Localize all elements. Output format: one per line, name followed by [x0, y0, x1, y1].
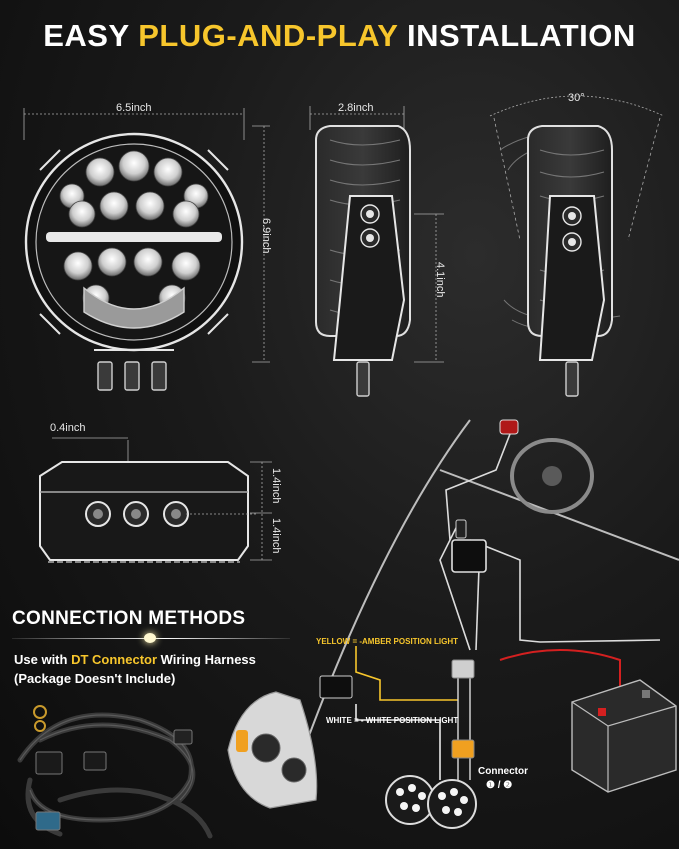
tilt-view-light: [489, 95, 665, 397]
harness-relay-icon: [35, 751, 63, 775]
headline-part-2: PLUG-AND-PLAY: [138, 18, 398, 53]
steering-wheel-icon: [510, 438, 594, 514]
tilt-angle-label: 30°: [568, 92, 585, 104]
front-view-light: [23, 108, 270, 391]
bottom-offset-label: 0.4inch: [50, 422, 86, 434]
wire-splitter-icon: [319, 675, 353, 699]
side-bracket-label: 4.1inch: [434, 262, 446, 298]
relay-icon: [451, 539, 487, 573]
battery-icon: [571, 679, 677, 793]
dt-connector-icon: [451, 739, 475, 759]
connection-title: CONNECTION METHODS: [12, 608, 246, 629]
package-note: (Package Doesn't Include): [14, 671, 176, 686]
amber-light-icon: [236, 730, 248, 752]
yellow-wire-label: YELLOW = -AMBER POSITION LIGHT: [316, 637, 458, 646]
fuse-icon: [455, 519, 467, 539]
front-height-label: 6.9inch: [260, 218, 272, 254]
use-suffix: Wiring Harness: [157, 652, 256, 667]
connector-label: Connector: [478, 766, 528, 777]
connector-numbers: ❶ / ❷: [486, 780, 513, 791]
headline: EASY PLUG-AND-PLAY INSTALLATION: [0, 18, 679, 54]
harness-dt-plug-icon: [35, 811, 61, 831]
pod-lights-icon: [385, 775, 477, 829]
wiring-harness-photo: [17, 705, 213, 839]
bottom-spacing-1-label: 1.4inch: [270, 468, 282, 504]
bottom-spacing-2-label: 1.4inch: [270, 518, 282, 554]
dt-connector-icon: [451, 659, 475, 679]
front-width-label: 6.5inch: [116, 102, 152, 114]
use-prefix: Use with: [14, 652, 72, 667]
side-depth-label: 2.8inch: [338, 102, 374, 114]
dt-connector-highlight: DT Connector: [71, 652, 158, 667]
headline-part-3: INSTALLATION: [397, 18, 636, 53]
white-wire-label: WHITE = - WHITE POSITION LIGHT: [326, 716, 459, 725]
bottom-view-light: [39, 437, 272, 563]
use-with-text: Use with DT Connector Wiring Harness: [14, 652, 256, 667]
harness-switch-icon: [173, 729, 193, 745]
divider-glow: [144, 633, 156, 643]
wiring-diagram: [227, 419, 679, 829]
side-view-light: [309, 106, 444, 397]
headline-part-1: EASY: [43, 18, 139, 53]
rocker-switch-icon: [499, 419, 519, 435]
